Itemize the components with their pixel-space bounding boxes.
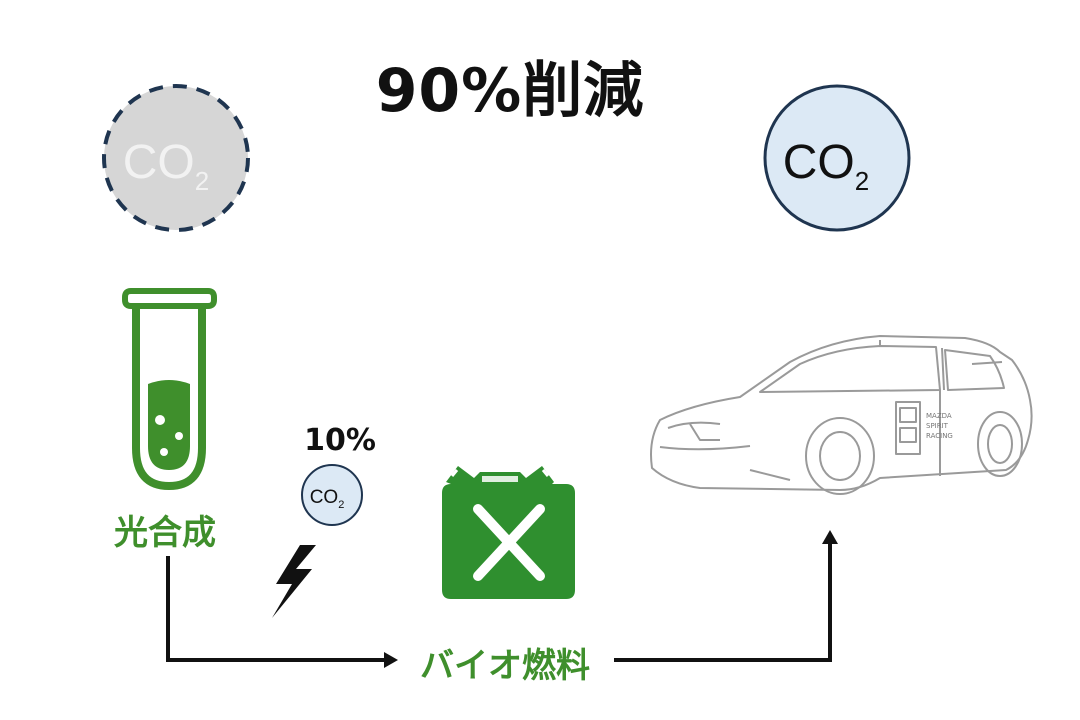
- svg-text:CO2: CO2: [783, 136, 869, 196]
- lightning-icon: [272, 545, 316, 618]
- co2-absorbed-circle: CO2: [102, 84, 250, 232]
- arrow-to-car: [614, 530, 838, 662]
- test-tube-icon: [122, 288, 217, 491]
- fuel-can-icon: [442, 466, 575, 599]
- car-text-1: MAZDA: [926, 412, 952, 420]
- co2-small-subscript: 2: [338, 499, 344, 511]
- car-text-2: SPIRIT: [926, 422, 949, 430]
- co2-absorbed-text: CO: [123, 136, 195, 189]
- biofuel-label: バイオ燃料: [400, 638, 610, 687]
- svg-text:CO2: CO2: [123, 136, 209, 196]
- percent-label: 10%: [304, 423, 376, 458]
- car-text-3: RACING: [926, 432, 953, 440]
- co2-emitted-subscript: 2: [855, 166, 869, 196]
- arrow-to-biofuel: [166, 556, 398, 668]
- car-icon: MAZDA SPIRIT RACING: [650, 335, 1033, 495]
- co2-emitted-circle: CO2: [763, 84, 911, 232]
- co2-absorbed-subscript: 2: [195, 166, 209, 196]
- reduction-title: 90%削減: [375, 56, 645, 126]
- photosynthesis-label: 光合成: [114, 513, 216, 553]
- co2-small-text: CO: [310, 487, 339, 508]
- svg-text:CO2: CO2: [310, 487, 345, 511]
- co2-emitted-text: CO: [783, 136, 855, 189]
- co2-small-circle: CO2: [301, 464, 363, 526]
